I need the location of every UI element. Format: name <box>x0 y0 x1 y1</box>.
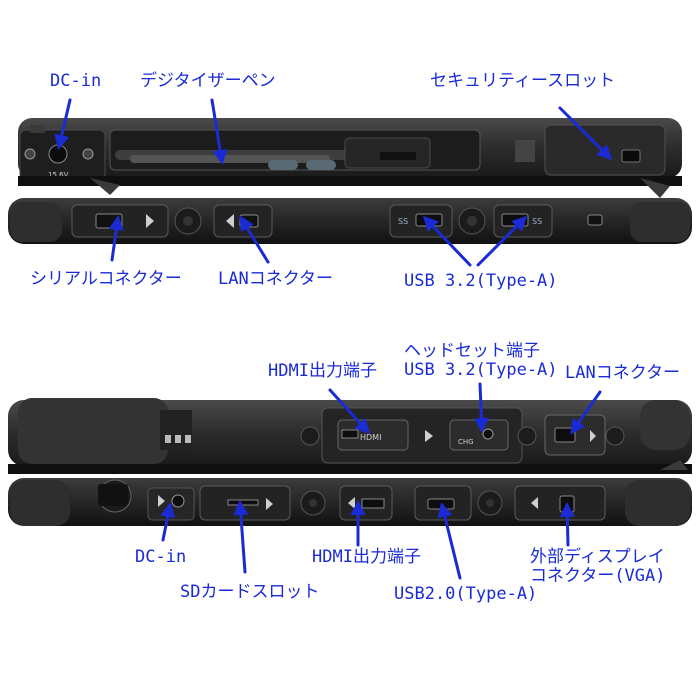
arrow-vga <box>559 502 575 547</box>
arrow-lan-mid <box>570 390 602 435</box>
label-dc-in-top: DC-in <box>50 71 102 91</box>
arrow-lan-top <box>239 215 270 264</box>
arrow-sd <box>233 500 249 574</box>
rear-base: SS SS <box>8 198 692 244</box>
dc-jack-front <box>171 494 185 508</box>
lan-port-front <box>554 427 576 443</box>
arrow-pen <box>210 98 228 165</box>
label-lan-connector-top: LANコネクター <box>218 269 334 289</box>
rear-view: 15.6V <box>18 118 682 198</box>
label-lan-connector-mid: LANコネクター <box>565 363 681 383</box>
arrow-security <box>558 106 613 161</box>
label-usb32-mid: USB 3.2(Type-A) <box>404 360 558 380</box>
callout-arrows <box>54 98 613 580</box>
front-view: HDMI CHG <box>8 398 692 474</box>
arrow-usb32-top-2 <box>476 215 528 267</box>
arrow-hdmi-top <box>328 388 371 435</box>
arrow-usb20 <box>437 502 462 580</box>
arrow-dc-in-top <box>54 98 72 150</box>
label-vga-line2: コネクター(VGA) <box>530 566 666 586</box>
security-slot-hole <box>621 149 641 163</box>
label-serial-connector: シリアルコネクター <box>30 269 182 289</box>
label-hdmi-top: HDMI出力端子 <box>268 361 377 381</box>
label-vga-line1: 外部ディスプレイ <box>530 547 665 567</box>
label-sd-slot: SDカードスロット <box>180 582 320 602</box>
label-usb32-top: USB 3.2(Type-A) <box>404 271 558 291</box>
label-hdmi-bottom: HDMI出力端子 <box>312 547 421 567</box>
chg-marking: CHG <box>458 438 474 446</box>
dc-rating-marking: 15.6V <box>48 171 69 179</box>
arrow-headset <box>473 382 489 433</box>
svg-text:SS: SS <box>532 217 542 226</box>
sd-slot <box>227 499 259 506</box>
label-digitizer-pen: デジタイザーペン <box>140 71 276 91</box>
headset-jack <box>482 428 494 440</box>
arrow-usb32-top-1 <box>422 215 472 267</box>
hdmi-port-bottom <box>361 498 385 509</box>
front-base <box>8 478 692 526</box>
label-security-slot: セキュリティースロット <box>430 71 616 91</box>
label-headset: ヘッドセット端子 <box>404 341 540 361</box>
hdmi-port-front <box>341 429 359 439</box>
hdmi-marking-front: HDMI <box>360 433 381 442</box>
arrow-dc-in-bottom <box>160 502 176 542</box>
label-dc-in-bottom: DC-in <box>135 547 187 567</box>
arrow-serial <box>108 215 124 262</box>
digitizer-pen-body <box>130 155 330 163</box>
label-usb20: USB2.0(Type-A) <box>394 584 538 604</box>
svg-text:SS: SS <box>398 217 408 226</box>
